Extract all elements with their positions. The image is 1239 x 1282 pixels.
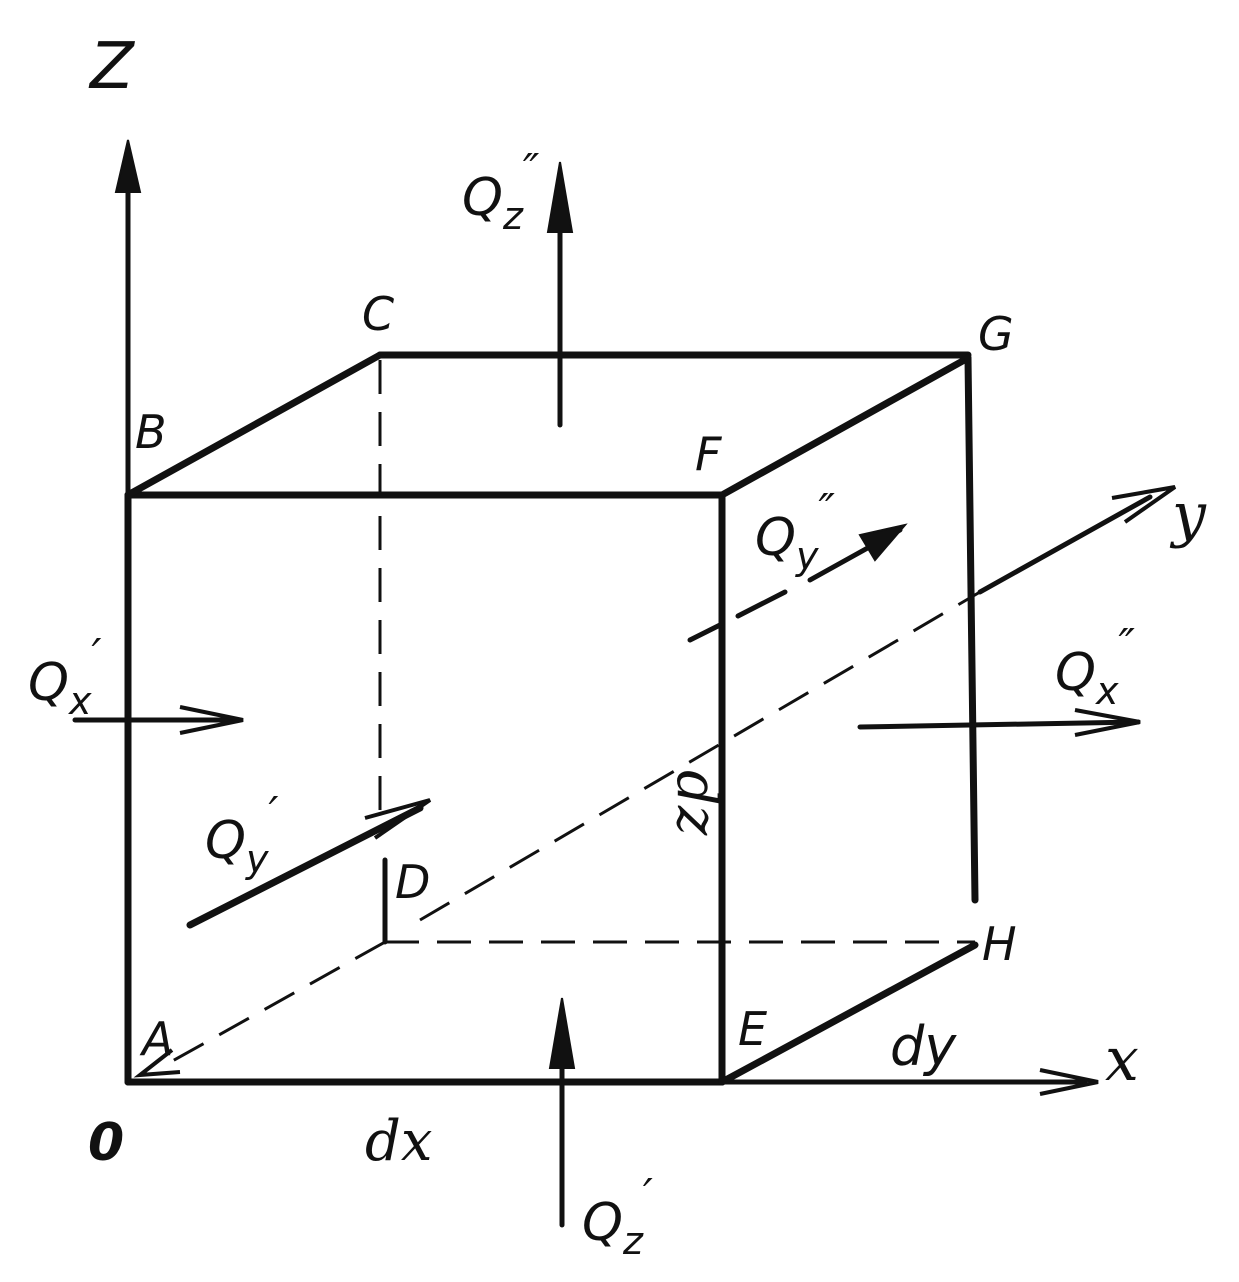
label-point-d: D	[395, 855, 430, 909]
label-qz-out: Qz″	[462, 145, 540, 238]
flux-qx-out-arrowhead	[1074, 708, 1141, 737]
flux-qx-in-arrowhead	[179, 705, 244, 735]
label-qz-in-base: Q	[582, 1193, 623, 1253]
label-qz-out-sub: z	[502, 194, 524, 238]
label-axis-z: Z	[88, 30, 135, 104]
label-point-f: F	[695, 427, 722, 481]
label-qy-in-prime: ′	[268, 788, 278, 839]
label-point-a: A	[139, 1012, 173, 1066]
label-point-e: E	[738, 1002, 767, 1056]
label-origin: 0	[88, 1113, 124, 1173]
label-qz-in-sub: z	[622, 1219, 644, 1263]
label-point-b: B	[135, 405, 167, 459]
label-qy-out-sub: y	[795, 534, 819, 578]
label-qy-out-prime: ″	[818, 485, 835, 536]
edge-DA-hidden	[159, 940, 386, 1070]
z-axis-arrowhead	[114, 139, 142, 193]
flux-qx-out-arrow	[857, 719, 1141, 730]
edge-FG	[718, 354, 972, 499]
edge-A-arrowhead	[133, 1048, 181, 1078]
label-qx-out: Qx″	[1055, 620, 1135, 713]
y-axis-dashed	[419, 590, 981, 922]
label-qx-out-sub: x	[1095, 669, 1119, 713]
label-qz-in-prime: ′	[643, 1170, 653, 1221]
label-qy-out-base: Q	[755, 508, 796, 568]
flux-qy-in-arrowhead	[364, 798, 432, 840]
flux-qz-out-arrowhead	[546, 161, 574, 233]
edge-BC	[124, 351, 384, 499]
label-qy-in: Qy′	[205, 788, 278, 881]
label-point-h: H	[982, 917, 1017, 971]
label-qx-in-sub: x	[68, 679, 92, 723]
label-dy: dy	[890, 1015, 957, 1078]
label-qy-in-sub: y	[245, 837, 269, 881]
label-qz-out-base: Q	[462, 168, 503, 228]
flux-qy-out-arrowhead	[858, 523, 908, 562]
label-qy-in-base: Q	[205, 811, 246, 871]
y-axis	[977, 494, 1153, 595]
label-qx-out-prime: ″	[1118, 620, 1135, 671]
label-qx-out-base: Q	[1055, 643, 1096, 703]
label-point-c: C	[362, 287, 394, 341]
x-axis-arrowhead	[1039, 1068, 1099, 1096]
label-dz: dz	[664, 770, 729, 836]
label-qx-in-prime: ′	[91, 630, 101, 681]
label-qz-out-prime: ″	[523, 145, 540, 196]
flux-qz-in-arrowhead	[548, 997, 576, 1069]
label-qx-in: Qx′	[28, 630, 101, 723]
edge-GH	[964, 354, 979, 904]
label-point-g: G	[978, 307, 1014, 361]
label-axis-y: y	[1169, 480, 1207, 550]
flux-qy-in-arrow	[186, 804, 424, 929]
flux-qy-out-dash-2	[735, 589, 788, 619]
edge-HE	[718, 941, 979, 1086]
label-qz-in: Qz′	[582, 1170, 653, 1263]
label-qx-in-base: Q	[28, 653, 69, 713]
y-axis-arrowhead	[1111, 485, 1177, 524]
label-dx: dx	[365, 1109, 432, 1174]
flux-qy-out-dash-1	[687, 622, 723, 643]
label-qy-out: Qy″	[755, 485, 835, 578]
label-axis-x: x	[1105, 1025, 1139, 1095]
